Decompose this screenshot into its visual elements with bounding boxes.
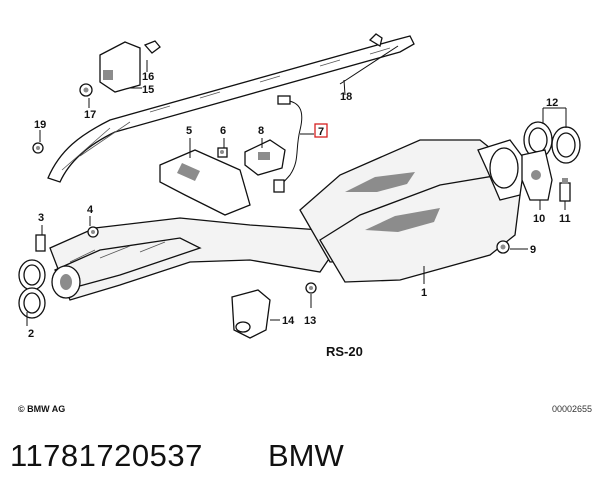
gasket-2-a	[18, 259, 46, 291]
callout-6: 6	[220, 125, 226, 137]
bolt-6	[217, 147, 228, 158]
nut-9	[496, 240, 510, 254]
part-number: 11781720537	[10, 438, 203, 473]
callout-2: 2	[28, 328, 34, 340]
callout-3: 3	[38, 212, 44, 224]
callout-7: 7	[318, 126, 324, 138]
catalytic-converter	[299, 139, 526, 283]
callout-5: 5	[186, 125, 192, 137]
callout-7-highlight: 7	[314, 123, 328, 138]
callout-15: 15	[142, 84, 154, 96]
callout-12: 12	[546, 97, 558, 109]
gasket-2-b	[18, 287, 46, 319]
upper-bracket	[79, 40, 161, 97]
callout-17: 17	[84, 109, 96, 121]
leader-lines	[26, 45, 567, 326]
bolt-19	[32, 142, 44, 154]
oxygen-sensor	[273, 95, 303, 193]
nut-4	[87, 226, 99, 238]
gasket-12-b	[551, 126, 581, 164]
bracket-5	[159, 149, 251, 216]
callout-8: 8	[258, 125, 264, 137]
nut-13	[305, 282, 317, 294]
rubber-mount-14	[231, 289, 271, 339]
diagram-id: 00002655	[551, 404, 592, 414]
heat-shield-bar	[47, 33, 415, 183]
section-code: RS-20	[326, 344, 363, 359]
callout-4: 4	[87, 204, 94, 216]
bolt-11	[559, 178, 571, 202]
callout-11: 11	[559, 213, 571, 225]
copyright-notice: © BMW AG	[18, 404, 66, 414]
callout-18: 18	[340, 91, 352, 103]
callout-13: 13	[304, 315, 316, 327]
bracket-8	[244, 139, 286, 176]
callout-9: 9	[530, 244, 536, 256]
callout-16: 16	[142, 71, 154, 83]
pipe-flange-left	[51, 265, 81, 299]
flange-10	[521, 149, 553, 201]
brand-name: BMW	[268, 438, 344, 473]
callout-1: 1	[421, 287, 427, 299]
callout-10: 10	[533, 213, 545, 225]
bolt-3	[35, 234, 46, 252]
exhaust-parts-diagram: 1 2 3 4 5 6 7 8 9 10 11 12 13 14 15 16 1…	[18, 33, 581, 359]
callout-19: 19	[34, 119, 46, 131]
callout-14: 14	[282, 315, 295, 327]
